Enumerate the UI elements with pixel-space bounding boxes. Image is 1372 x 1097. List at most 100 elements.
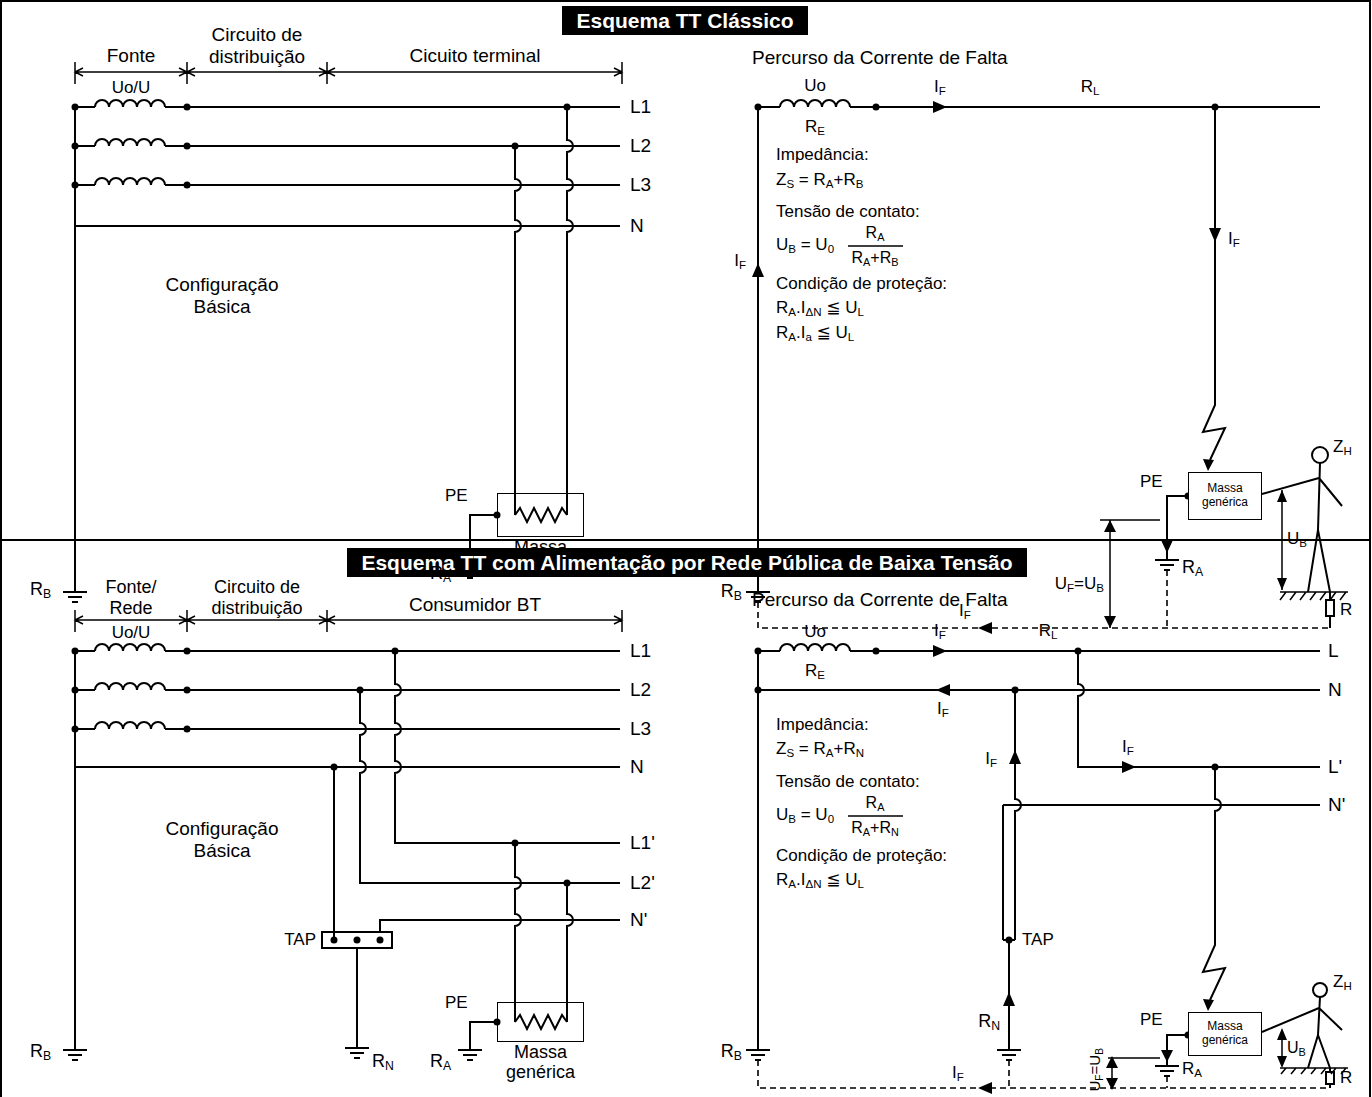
branch-wire bbox=[515, 107, 573, 515]
text-run: Z bbox=[1333, 437, 1343, 456]
text-run: A bbox=[826, 747, 834, 759]
text-run: +R bbox=[833, 739, 855, 758]
text-run: A bbox=[1195, 565, 1203, 579]
text-run: Uo/U bbox=[112, 78, 151, 97]
text-run: B bbox=[788, 813, 796, 825]
text-run: U bbox=[776, 235, 788, 254]
equipment-mass-box: Massa genérica bbox=[1188, 1012, 1262, 1056]
diagram-label: PE bbox=[445, 993, 468, 1013]
diagram-label: Circuito de distribuição bbox=[187, 577, 327, 618]
fault-path-wire bbox=[758, 107, 1320, 592]
diagram-label: IF bbox=[985, 749, 997, 771]
diagram-label: UF=UB bbox=[1055, 574, 1104, 596]
text-run: Fonte bbox=[107, 45, 156, 66]
text-run: Tensão de contato: bbox=[776, 772, 920, 791]
text-run: B bbox=[43, 1049, 51, 1063]
junction-dots bbox=[755, 104, 1219, 500]
text-run: N bbox=[630, 756, 644, 777]
diagram-label: Uo/U bbox=[112, 623, 151, 643]
text-run: PE bbox=[445, 993, 468, 1012]
text-run: B bbox=[788, 243, 796, 255]
ground-symbol bbox=[458, 1050, 482, 1060]
diagram-label: RE bbox=[805, 661, 825, 683]
section-title-bar: Esquema TT Clássico bbox=[562, 6, 807, 35]
diagram-label: PE bbox=[1140, 1010, 1163, 1030]
diagram-label: RN bbox=[372, 1051, 394, 1073]
text-run: A bbox=[863, 256, 870, 268]
text-run: PE bbox=[1140, 472, 1163, 491]
text-run: L bbox=[857, 878, 863, 890]
text-run: A bbox=[443, 1059, 451, 1073]
junction-dots bbox=[72, 104, 571, 519]
diagram-label: Fonte/ Rede bbox=[96, 577, 166, 618]
diagram-label: Impedância: bbox=[776, 715, 869, 735]
diagram-label: Tensão de contato: bbox=[776, 772, 920, 792]
coil-symbol bbox=[95, 683, 165, 690]
text-run: Circuito de distribuição bbox=[211, 577, 302, 618]
diagram-label: RB bbox=[721, 581, 742, 603]
text-run: Cicuito terminal bbox=[410, 45, 541, 66]
coil-symbol bbox=[95, 722, 165, 729]
text-run: H bbox=[1343, 445, 1351, 457]
ground-symbol bbox=[63, 1050, 87, 1060]
resistor-symbol bbox=[515, 508, 567, 522]
text-run: ≦ U bbox=[812, 323, 848, 342]
earth-return-path bbox=[758, 1060, 1330, 1088]
pe-conductor bbox=[470, 1022, 497, 1050]
text-run: F bbox=[1127, 745, 1134, 757]
text-run: R bbox=[776, 298, 788, 317]
text-run: Percurso da Corrente de Falta bbox=[752, 47, 1008, 68]
text-run: =U bbox=[1074, 574, 1096, 593]
text-run: F bbox=[739, 259, 746, 271]
text-run: R bbox=[30, 1041, 43, 1061]
text-run: I bbox=[734, 251, 739, 270]
diagram-label: R bbox=[1340, 600, 1352, 620]
coil-symbol bbox=[780, 644, 850, 651]
text-run: U bbox=[1287, 1039, 1299, 1056]
text-run: A bbox=[877, 801, 884, 813]
diagram-label: R bbox=[1340, 1068, 1352, 1088]
coil-symbol bbox=[780, 100, 850, 107]
text-run: U bbox=[1287, 529, 1299, 548]
person-figure bbox=[1262, 997, 1342, 1068]
text-run: +R bbox=[833, 170, 855, 189]
text-run: U bbox=[1055, 574, 1067, 593]
text-run: A bbox=[863, 826, 870, 838]
diagram-label: RA.IΔN ≦ UL bbox=[776, 870, 864, 892]
diagram-label: N' bbox=[1328, 794, 1345, 816]
text-run: L bbox=[848, 331, 854, 343]
text-run: Z bbox=[1333, 972, 1343, 991]
fraction-bar bbox=[848, 245, 903, 247]
text-run: R bbox=[1039, 621, 1051, 640]
person-figure bbox=[1262, 463, 1342, 592]
ground-symbol bbox=[63, 592, 87, 602]
text-run: B bbox=[734, 1049, 742, 1063]
text-run: Condição de proteção: bbox=[776, 846, 947, 865]
ground-symbol bbox=[345, 1048, 369, 1058]
section-title: Esquema TT Clássico bbox=[576, 8, 793, 33]
text-run: Uo/U bbox=[112, 623, 151, 642]
text-run: I bbox=[985, 749, 990, 768]
diagram-label: UB = U0 bbox=[776, 805, 834, 827]
diagram-label: Impedância: bbox=[776, 145, 869, 165]
text-run: Uo bbox=[804, 76, 826, 95]
text-run: L bbox=[1093, 85, 1099, 97]
text-run: PE bbox=[445, 486, 468, 505]
text-run: F bbox=[1094, 1075, 1105, 1081]
ground-symbol bbox=[997, 1050, 1021, 1060]
text-run: = U bbox=[796, 235, 828, 254]
person-head bbox=[1313, 983, 1327, 997]
text-run: Fonte/ Rede bbox=[105, 577, 156, 618]
text-run: N' bbox=[1328, 794, 1345, 815]
conductor-wire bbox=[75, 651, 620, 1050]
text-run: I bbox=[1228, 229, 1233, 248]
text-run: L1' bbox=[630, 832, 655, 853]
diagram-label: Uo bbox=[804, 76, 826, 96]
text-run: Tensão de contato: bbox=[776, 202, 920, 221]
text-run: L3 bbox=[630, 174, 651, 195]
diagram-label: RB bbox=[721, 1041, 742, 1063]
conductor-wire bbox=[75, 107, 620, 592]
text-run: F bbox=[939, 85, 946, 97]
text-run: R bbox=[721, 1041, 734, 1061]
